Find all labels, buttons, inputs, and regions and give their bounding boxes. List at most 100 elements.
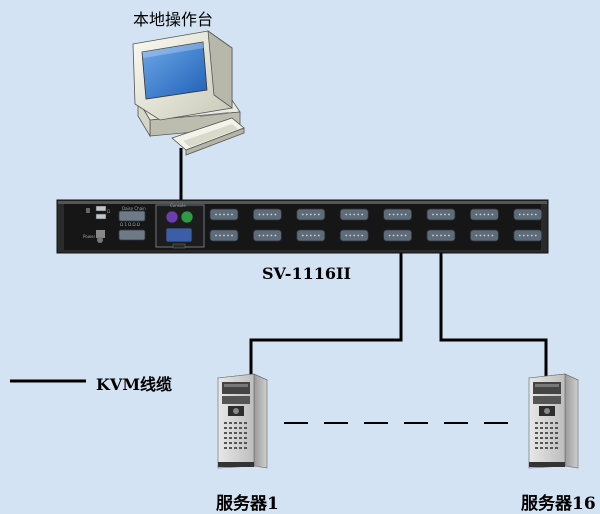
vga-pin [444,234,446,237]
vga-pin [432,213,434,216]
vga-pin [400,213,403,216]
vga-pin [361,213,364,216]
vga-pin [309,213,312,216]
svg-text:Ω 1 Ω Ω Ω: Ω 1 Ω Ω Ω [120,222,140,227]
kvm-cables [179,148,548,378]
svg-text:Daisy Chain: Daisy Chain [122,206,146,211]
server-1 [217,373,269,469]
vga-pin [400,234,403,237]
svg-text:Console: Console [170,203,186,208]
vga-pin [305,234,308,237]
vga-pin [301,234,304,237]
vga-pin [530,213,533,216]
daisy-chain-port [118,210,146,222]
vga-pin [274,234,277,237]
vga-pin [522,213,525,216]
vga-pin [483,213,486,216]
vga-pin [483,234,486,237]
vga-pin [487,213,490,216]
vga-pin [475,234,478,237]
vga-pin [475,213,478,216]
vga-pin [266,213,269,216]
daisy-chain-port [118,229,146,241]
vga-pin [448,213,450,216]
vga-pin [353,234,356,237]
console-vga-port [165,227,193,243]
vga-pin [487,234,490,237]
vga-pin [274,213,277,216]
vga-pin [432,234,434,237]
vga-pin [361,234,364,237]
vga-pin [345,213,348,216]
server1-cable [249,250,403,378]
power-jack [97,237,103,243]
vga-pin [262,234,265,237]
vga-pin [317,234,320,237]
ps2-keyboard-port [165,210,179,224]
vga-pin [440,213,442,216]
vga-pin [227,234,229,237]
vga-pin [231,213,233,216]
vga-pin [317,213,320,216]
vga-pin [526,213,529,216]
vga-pin [396,234,399,237]
kvm-switch: Power Ω Daisy Chain Ω 1 Ω Ω Ω Console [56,199,549,254]
vga-pin [309,234,312,237]
switch-model-label: SV-1116II [262,264,351,283]
vga-pin [345,234,348,237]
vga-pin [396,213,399,216]
vga-pin [353,213,356,216]
vga-port-array [209,208,543,242]
vga-pin [388,234,391,237]
vga-pin [223,234,225,237]
vga-pin [349,234,352,237]
vga-pin [479,234,482,237]
vga-pin [270,234,273,237]
usb-port [95,205,107,212]
ps2-mouse-port [180,210,194,224]
vga-pin [357,213,360,216]
usb-port [95,213,107,220]
vga-pin [444,213,446,216]
vga-pin [313,234,316,237]
vga-pin [349,213,352,216]
local-console-label: 本地操作台 [133,10,214,29]
monitor-screen [141,41,208,100]
vga-pin [534,213,537,216]
legend-label: KVM线缆 [96,375,173,394]
vga-pin [491,213,494,216]
vga-pin [404,213,407,216]
server-16 [528,373,580,469]
vga-pin [440,234,442,237]
vga-pin [357,234,360,237]
vga-pin [436,234,438,237]
vga-pin [436,213,438,216]
vga-pin [518,234,521,237]
vga-pin [392,234,395,237]
vga-pin [227,213,229,216]
vga-pin [534,234,537,237]
vga-pin [404,234,407,237]
vga-pin [522,234,525,237]
vga-pin [258,234,261,237]
vga-pin [526,234,529,237]
vga-pin [518,213,521,216]
vga-pin [388,213,391,216]
server-16-label: 服务器16 [521,494,596,514]
vga-pin [266,234,269,237]
vga-pin [270,213,273,216]
vga-pin [258,213,261,216]
vga-pin [231,234,233,237]
vga-pin [223,213,225,216]
vga-pin [305,213,308,216]
vga-pin [219,213,221,216]
svg-text:Power: Power [83,234,95,239]
vga-pin [491,234,494,237]
server-1-label: 服务器1 [216,494,279,514]
vga-pin [392,213,395,216]
vga-pin [215,213,217,216]
vga-pin [313,213,316,216]
vga-pin [301,213,304,216]
vga-pin [262,213,265,216]
